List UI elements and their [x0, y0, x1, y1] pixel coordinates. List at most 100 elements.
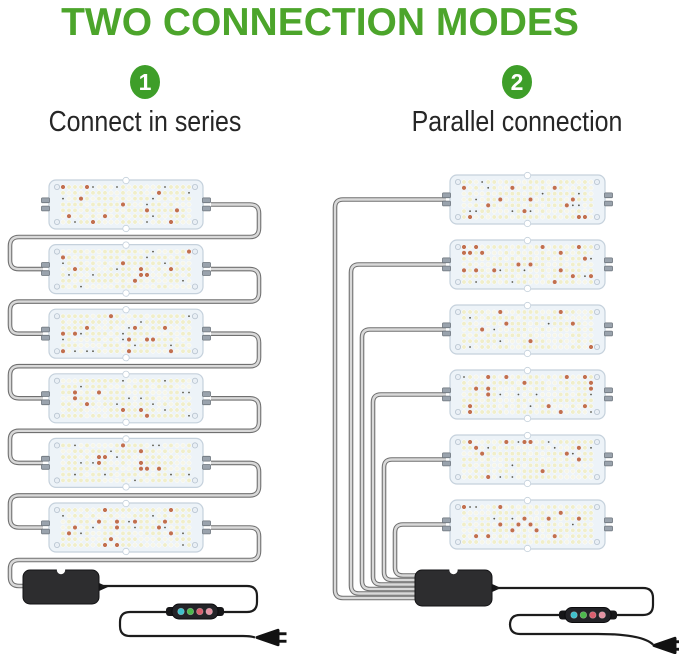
panel-connector — [442, 265, 451, 272]
screw-hole — [54, 283, 61, 290]
screw-hole — [54, 313, 61, 320]
screw-hole — [54, 542, 61, 549]
panel-connector — [202, 455, 211, 462]
panel-notch — [122, 306, 130, 314]
panel-connector — [442, 525, 451, 532]
led-grid — [60, 313, 192, 354]
panel-connector — [442, 257, 451, 264]
series-connection-group — [7, 176, 287, 647]
screw-hole — [454, 278, 461, 285]
panel-connector — [41, 334, 50, 341]
led-panel — [41, 241, 211, 297]
panel-connector — [604, 200, 613, 207]
plug-pin — [278, 632, 287, 636]
controller-button — [186, 607, 195, 616]
panel-notch — [122, 435, 130, 443]
controller-button — [196, 607, 204, 616]
led-grid — [461, 374, 594, 415]
screw-hole — [191, 348, 198, 355]
panel-notch — [122, 241, 130, 249]
panel-connector — [604, 460, 613, 467]
controller-button — [570, 611, 578, 619]
panel-connector — [442, 517, 451, 524]
screw-hole — [191, 183, 198, 190]
panel-connector — [41, 197, 50, 204]
page-title: TWO CONNECTION MODES — [61, 1, 579, 44]
screw-hole — [454, 213, 461, 220]
screw-hole — [54, 218, 61, 225]
panel-connector — [202, 334, 211, 341]
panel-notch — [523, 219, 532, 228]
panel-notch — [122, 547, 130, 556]
driver-notch — [56, 565, 66, 575]
screw-hole — [594, 178, 601, 185]
panel-wire — [7, 460, 262, 530]
panel-notch — [122, 289, 130, 297]
panel-wire — [381, 457, 446, 583]
panel-connector — [442, 387, 451, 394]
panel-connector — [41, 262, 50, 268]
panel-notch — [122, 483, 130, 491]
plug-pin — [278, 639, 287, 643]
mode-1-label: Connect in series — [48, 106, 242, 138]
panel-wire — [7, 396, 262, 466]
screw-hole — [454, 343, 461, 350]
screw-hole — [454, 373, 461, 380]
panel-notch — [523, 496, 532, 505]
panel-notch — [122, 418, 130, 426]
panel-connector — [202, 205, 211, 212]
mode-2-number: 2 — [510, 69, 524, 95]
power-driver — [414, 565, 501, 607]
screw-hole — [454, 473, 461, 480]
panel-notch — [122, 370, 130, 378]
panel-notch — [523, 431, 532, 440]
screw-hole — [191, 248, 198, 255]
panel-wire — [7, 331, 262, 401]
screw-hole — [54, 248, 61, 255]
panel-wire — [370, 392, 446, 587]
screw-hole — [594, 438, 601, 445]
panel-connector — [202, 326, 211, 333]
panel-connector — [41, 205, 50, 212]
power-plug — [652, 636, 679, 654]
panel-connector — [604, 192, 613, 199]
screw-hole — [454, 438, 461, 445]
led-panel — [41, 176, 211, 233]
mode-header-parallel: 2 Parallel connection — [387, 65, 647, 139]
panel-connector — [41, 528, 50, 535]
panel-notch — [523, 479, 532, 488]
panel-connector — [41, 326, 50, 333]
led-grid — [60, 184, 192, 225]
screw-hole — [191, 542, 198, 549]
screw-hole — [594, 539, 601, 546]
screw-hole — [191, 412, 198, 419]
power-driver — [22, 565, 108, 605]
screw-hole — [594, 343, 601, 350]
panel-connector — [442, 322, 451, 329]
panel-notch — [523, 284, 532, 293]
led-panel — [41, 499, 211, 556]
panel-notch — [122, 224, 130, 233]
panel-wire — [7, 266, 262, 336]
panel-wire — [359, 327, 446, 592]
led-grid — [461, 504, 594, 545]
led-grid — [60, 507, 192, 548]
screw-hole — [594, 278, 601, 285]
dimmer-controller — [166, 603, 224, 620]
panel-connector — [41, 455, 50, 462]
screw-hole — [594, 213, 601, 220]
panel-connector — [442, 192, 451, 199]
screw-hole — [594, 243, 601, 250]
screw-hole — [191, 218, 198, 225]
panel-notch — [523, 171, 532, 180]
screw-hole — [191, 477, 198, 484]
panel-notch — [523, 414, 532, 423]
led-grid — [461, 244, 594, 285]
panel-wire — [348, 262, 446, 596]
panel-connector — [604, 395, 613, 402]
screw-hole — [191, 377, 198, 384]
panel-connector — [442, 452, 451, 459]
panel-notch — [122, 354, 130, 362]
